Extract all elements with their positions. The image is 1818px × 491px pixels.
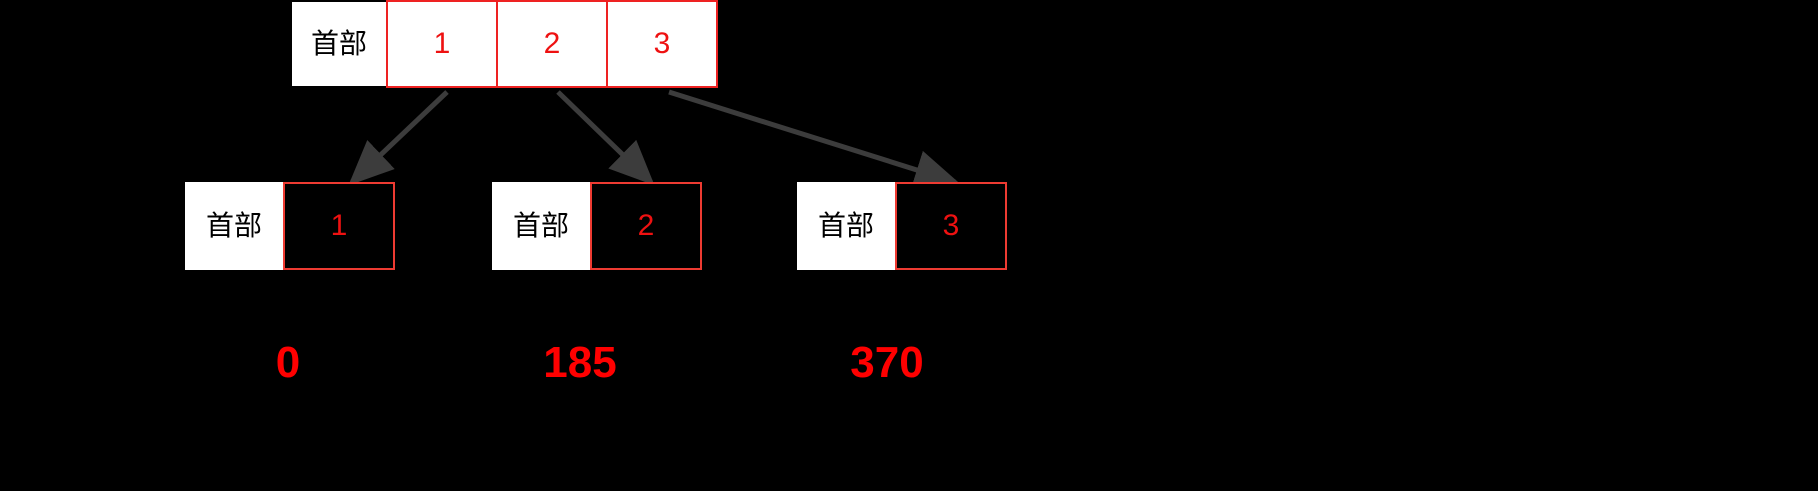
header-label-cell[interactable]: 首部 <box>290 0 388 88</box>
node-1-value-cell[interactable]: 1 <box>283 182 395 270</box>
node-2-value-cell[interactable]: 2 <box>590 182 702 270</box>
index-label-2: 185 <box>543 338 617 387</box>
header-slot-2[interactable]: 2 <box>496 0 608 88</box>
arrow-slot2-to-node2 <box>556 90 655 186</box>
node-3-value-cell[interactable]: 3 <box>895 182 1007 270</box>
header-slot-1[interactable]: 1 <box>386 0 498 88</box>
header-slot-3[interactable]: 3 <box>606 0 718 88</box>
index-label-1: 0 <box>275 338 301 387</box>
header-table: 首部 1 2 3 <box>290 0 718 88</box>
arrow-slot1-to-node1 <box>348 90 449 186</box>
node-1-head-cell[interactable]: 首部 <box>185 182 283 270</box>
node-3-head-cell[interactable]: 首部 <box>797 182 895 270</box>
arrow-slot3-to-node3 <box>668 89 960 190</box>
node-2-head-cell[interactable]: 首部 <box>492 182 590 270</box>
index-label-3: 370 <box>850 338 924 387</box>
